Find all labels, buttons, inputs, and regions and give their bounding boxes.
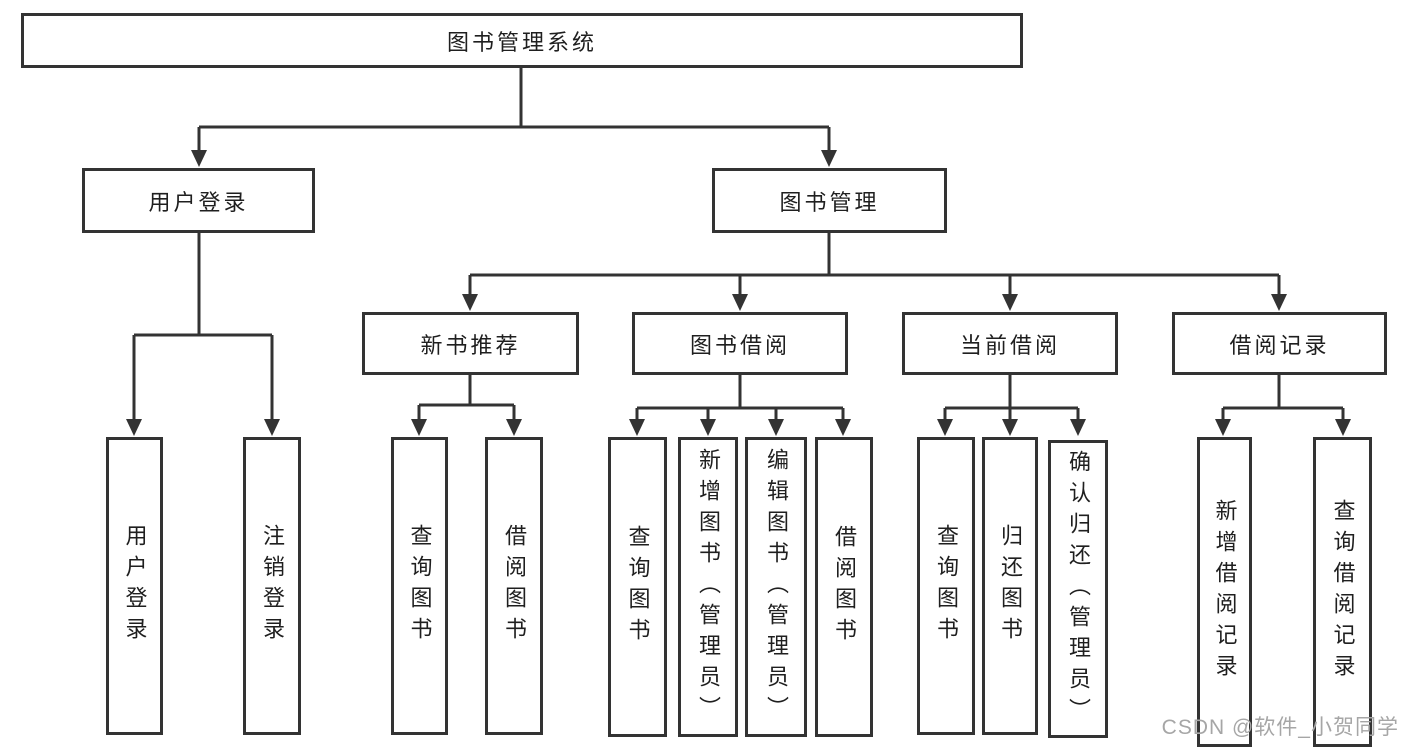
arrow-icon bbox=[1271, 294, 1287, 311]
leaf-confirm-return-admin: 确认归还（管理员） bbox=[1048, 440, 1108, 738]
arrow-icon bbox=[264, 419, 280, 436]
leaf-query-books-current: 查询图书 bbox=[917, 437, 975, 735]
arrow-icon bbox=[937, 419, 953, 436]
arrow-icon bbox=[1002, 294, 1018, 311]
leaf-query-books-recommend: 查询图书 bbox=[391, 437, 448, 735]
arrow-icon bbox=[462, 294, 478, 311]
leaf-add-borrow-record: 新增借阅记录 bbox=[1197, 437, 1252, 747]
node-current-borrow: 当前借阅 bbox=[902, 312, 1118, 375]
arrow-icon bbox=[768, 419, 784, 436]
leaf-return-book: 归还图书 bbox=[982, 437, 1038, 735]
arrow-icon bbox=[1215, 419, 1231, 436]
connector-new-book-recommend bbox=[417, 375, 516, 423]
arrow-icon bbox=[629, 419, 645, 436]
connector-book-management bbox=[468, 233, 1281, 298]
arrow-icon bbox=[506, 419, 522, 436]
arrow-icon bbox=[835, 419, 851, 436]
node-user-login: 用户登录 bbox=[82, 168, 315, 233]
leaf-edit-book-admin: 编辑图书（管理员） bbox=[745, 437, 807, 737]
connector-root bbox=[197, 68, 831, 154]
leaf-query-books-borrow: 查询图书 bbox=[608, 437, 667, 737]
arrow-icon bbox=[821, 150, 837, 167]
arrow-icon bbox=[700, 419, 716, 436]
node-book-management: 图书管理 bbox=[712, 168, 947, 233]
leaf-borrow-books-borrow: 借阅图书 bbox=[815, 437, 873, 737]
arrow-icon bbox=[191, 150, 207, 167]
arrow-icon bbox=[1070, 419, 1086, 436]
arrow-icon bbox=[1335, 419, 1351, 436]
connector-borrow-records bbox=[1221, 375, 1345, 423]
leaf-query-borrow-record: 查询借阅记录 bbox=[1313, 437, 1372, 747]
leaf-user-login: 用户登录 bbox=[106, 437, 163, 735]
node-borrow-records: 借阅记录 bbox=[1172, 312, 1387, 375]
arrowheads bbox=[126, 150, 1351, 436]
leaf-add-book-admin: 新增图书（管理员） bbox=[678, 437, 738, 737]
arrow-icon bbox=[1002, 419, 1018, 436]
arrow-icon bbox=[126, 419, 142, 436]
leaf-borrow-books-recommend: 借阅图书 bbox=[485, 437, 543, 735]
leaf-logout: 注销登录 bbox=[243, 437, 301, 735]
connector-current-borrow bbox=[943, 375, 1080, 423]
node-root: 图书管理系统 bbox=[21, 13, 1023, 68]
node-new-book-recommend: 新书推荐 bbox=[362, 312, 579, 375]
arrow-icon bbox=[411, 419, 427, 436]
arrow-icon bbox=[732, 294, 748, 311]
node-book-borrow: 图书借阅 bbox=[632, 312, 848, 375]
csdn-watermark: CSDN @软件_小贺同学 bbox=[1161, 716, 1399, 739]
connector-user-login bbox=[132, 233, 274, 423]
connector-book-borrow bbox=[635, 375, 845, 423]
